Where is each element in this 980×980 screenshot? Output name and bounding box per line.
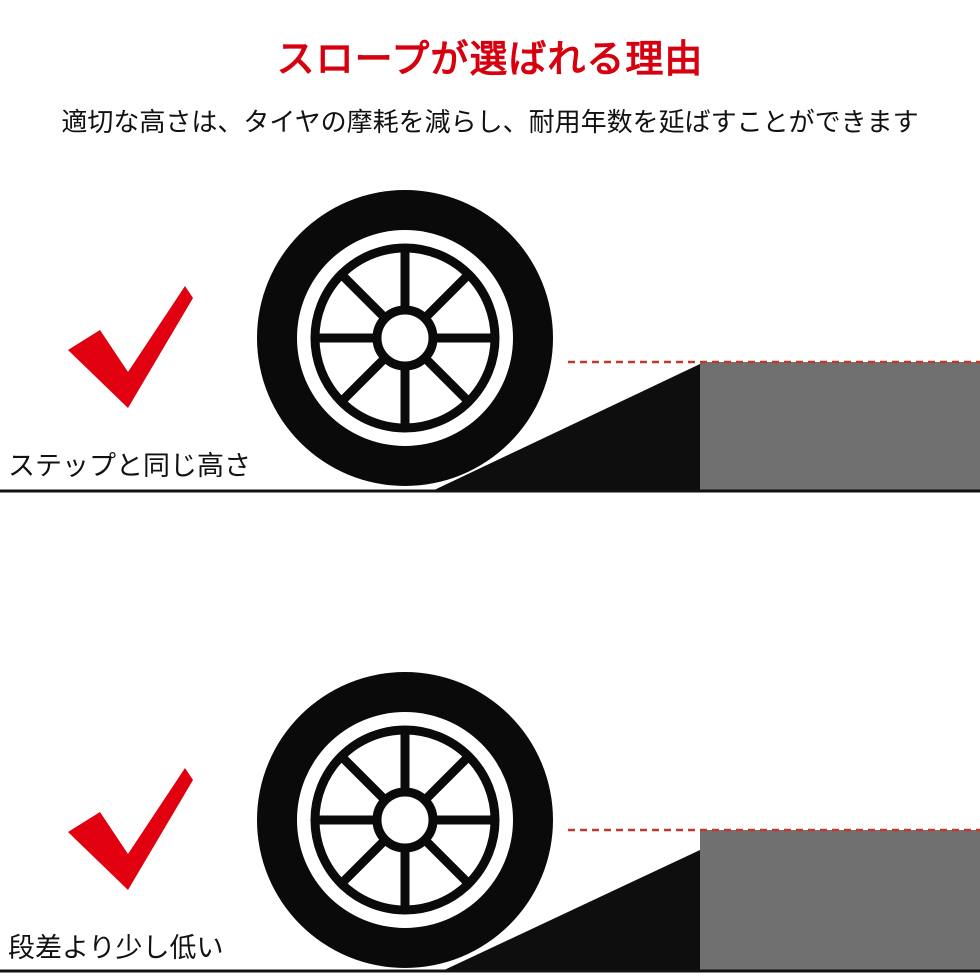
- panel-same-height: ステップと同じ高さ: [0, 190, 980, 493]
- ramp: [430, 364, 700, 492]
- diagram-slightly-lower: [0, 672, 980, 973]
- panel-label-slightly-lower: 段差より少し低い: [8, 933, 224, 964]
- diagram-same-height: [0, 190, 980, 493]
- step-block: [700, 830, 980, 972]
- checkmark-icon: [68, 768, 193, 890]
- tire-icon: [257, 190, 553, 486]
- tire-icon: [257, 672, 553, 968]
- step-block: [700, 362, 980, 492]
- page-title: スロープが選ばれる理由: [276, 37, 704, 81]
- checkmark-icon: [68, 286, 193, 408]
- panel-label-same-height: ステップと同じ高さ: [8, 451, 251, 482]
- panel-slightly-lower: 段差より少し低い: [0, 660, 980, 973]
- page-subtitle: 適切な高さは、タイヤの摩耗を減らし、耐用年数を延ばすことができます: [61, 108, 919, 138]
- ramp: [440, 850, 700, 972]
